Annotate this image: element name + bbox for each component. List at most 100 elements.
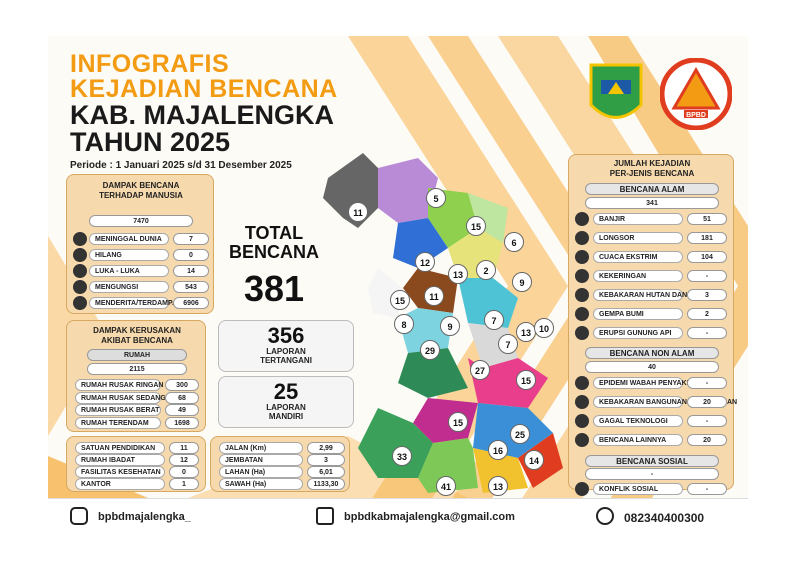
natural-disaster-label: BENCANA ALAM xyxy=(585,183,719,195)
category-icon xyxy=(575,307,589,321)
whatsapp-icon xyxy=(596,507,614,525)
map-marker: 15 xyxy=(390,290,410,310)
house-damage-value: 300 xyxy=(165,379,199,391)
natural-disaster-label: BANJIR xyxy=(593,213,683,225)
human-impact-label: MENINGGAL DUNIA xyxy=(89,233,169,245)
category-icon xyxy=(575,212,589,226)
category-icon xyxy=(575,250,589,264)
house-damage-value: 68 xyxy=(165,391,199,404)
natural-disaster-value: 104 xyxy=(687,251,727,263)
title-line-2: KEJADIAN BENCANA xyxy=(70,75,338,103)
natural-disaster-label: KEKERINGAN xyxy=(593,270,683,282)
category-icon xyxy=(575,395,589,409)
house-damage-label: RUMAH RUSAK BERAT xyxy=(75,404,161,416)
house-damage-label: RUMAH RUSAK RINGAN xyxy=(75,379,163,391)
facility-value: 12 xyxy=(169,454,199,466)
facility-value: 0 xyxy=(169,466,199,478)
human-impact-value: 543 xyxy=(173,281,209,293)
natural-disaster-value: 3 xyxy=(687,289,727,301)
map-marker: 12 xyxy=(415,252,435,272)
non-natural-disaster-value: 20 xyxy=(687,396,727,408)
non-natural-disaster-value: 20 xyxy=(687,434,727,446)
map-marker: 41 xyxy=(436,476,456,496)
human-impact-label: MENDERITA/TERDAMPAK xyxy=(89,297,182,309)
map-marker: 10 xyxy=(534,318,554,338)
email-icon xyxy=(316,507,334,525)
map-marker: 6 xyxy=(504,232,524,252)
category-icon xyxy=(575,288,589,302)
natural-disaster-label: GEMPA BUMI xyxy=(593,308,683,320)
house-damage-value: 1698 xyxy=(165,416,199,429)
footer: bpbdmajalengka_ bpbdkabmajalengka@gmail.… xyxy=(48,498,748,536)
category-icon xyxy=(575,376,589,390)
natural-disaster-label: ERUPSI GUNUNG API xyxy=(593,327,683,339)
facility-label: RUMAH IBADAT xyxy=(75,454,165,466)
map-marker: 27 xyxy=(470,360,490,380)
map-marker: 7 xyxy=(484,310,504,330)
map-marker: 15 xyxy=(466,216,486,236)
map-marker: 5 xyxy=(426,188,446,208)
category-icon xyxy=(575,482,589,496)
period-text: Periode : 1 Januari 2025 s/d 31 Desember… xyxy=(70,160,292,171)
facility-value: 11 xyxy=(169,442,199,454)
facility-value: 1 xyxy=(169,478,199,490)
map-marker: 14 xyxy=(524,450,544,470)
non-natural-disaster-label: GAGAL TEKNOLOGI xyxy=(593,415,683,427)
map-marker: 13 xyxy=(516,322,536,342)
infrastructure-label: JEMBATAN xyxy=(219,454,303,466)
map-marker: 16 xyxy=(488,440,508,460)
instagram-handle[interactable]: bpbdmajalengka_ xyxy=(98,511,191,523)
damage-impact-header: DAMPAK KERUSAKAN AKIBAT BENCANA xyxy=(93,326,181,345)
report-independent-label: LAPORAN MANDIRI xyxy=(266,403,306,421)
human-impact-label: MENGUNGSI xyxy=(89,281,169,293)
infrastructure-value: 6,01 xyxy=(307,466,345,478)
natural-disaster-value: 51 xyxy=(687,213,727,225)
natural-disaster-value: 2 xyxy=(687,308,727,320)
human-impact-value: 6906 xyxy=(173,297,209,309)
report-independent-box: 25 LAPORAN MANDIRI xyxy=(218,376,354,428)
map-marker: 15 xyxy=(448,412,468,432)
map-marker: 11 xyxy=(348,202,368,222)
category-icon xyxy=(575,231,589,245)
infrastructure-label: LAHAN (Ha) xyxy=(219,466,303,478)
map-marker: 25 xyxy=(510,424,530,444)
map-marker: 8 xyxy=(394,314,414,334)
map-marker: 2 xyxy=(476,260,496,280)
map-marker: 9 xyxy=(440,316,460,336)
svg-text:BPBD: BPBD xyxy=(686,112,706,119)
email-address[interactable]: bpbdkabmajalengka@gmail.com xyxy=(344,511,515,523)
report-handled-label: LAPORAN TERTANGANI xyxy=(260,347,312,365)
title-line-4: TAHUN 2025 xyxy=(70,127,231,157)
title-line-3: KAB. MAJALENGKA xyxy=(70,100,335,130)
category-icon xyxy=(73,296,87,310)
social-disaster-label: KONFLIK SOSIAL xyxy=(593,483,683,495)
house-label: RUMAH xyxy=(87,349,187,361)
human-impact-value: 7 xyxy=(173,233,209,245)
map-marker: 7 xyxy=(498,334,518,354)
title-line-1: INFOGRAFIS xyxy=(70,50,230,78)
natural-disaster-total: 341 xyxy=(585,197,719,209)
human-impact-total: 7470 xyxy=(89,215,193,227)
category-icon xyxy=(575,414,589,428)
phone-number[interactable]: 082340400300 xyxy=(624,511,705,525)
map-marker: 11 xyxy=(424,286,444,306)
natural-disaster-label: KEBAKARAN HUTAN DAN LAHAN xyxy=(593,289,714,301)
disaster-count-panel: JUMLAH KEJADIAN PER-JENIS BENCANA BENCAN… xyxy=(568,154,737,496)
house-damage-value: 49 xyxy=(165,404,199,416)
category-icon xyxy=(575,269,589,283)
human-impact-value: 14 xyxy=(173,265,209,277)
regency-map xyxy=(323,153,563,493)
map-marker: 13 xyxy=(488,476,508,496)
house-damage-label: RUMAH TERENDAM xyxy=(75,416,161,429)
human-impact-label: LUKA - LUKA xyxy=(89,265,169,277)
natural-disaster-value: - xyxy=(687,327,727,339)
infrastructure-value: 2,99 xyxy=(307,442,345,454)
category-icon xyxy=(575,326,589,340)
facility-label: KANTOR xyxy=(75,478,165,490)
disaster-count-header: JUMLAH KEJADIAN PER-JENIS BENCANA xyxy=(609,159,695,178)
category-icon xyxy=(73,264,87,278)
facility-label: FASILITAS KESEHATAN xyxy=(75,466,165,478)
facility-label: SATUAN PENDIDIKAN xyxy=(75,442,165,454)
